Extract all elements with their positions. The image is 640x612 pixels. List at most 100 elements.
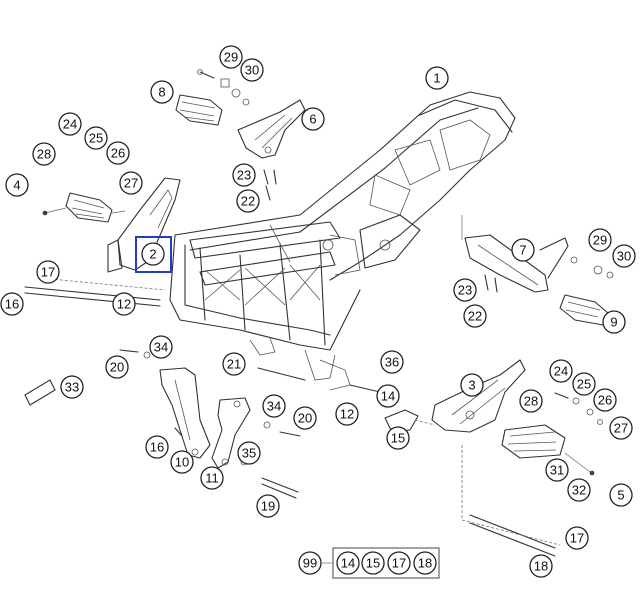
callout-27-2[interactable]: 27 [609, 416, 633, 440]
callout-34[interactable]: 34 [149, 335, 173, 359]
kit-group [322, 547, 440, 579]
callout-22[interactable]: 22 [236, 189, 260, 213]
callout-27-label: 27 [124, 176, 138, 191]
callout-19-circle [256, 494, 280, 518]
callout-22-2[interactable]: 22 [463, 304, 487, 328]
callout-21[interactable]: 21 [222, 352, 246, 376]
callout-36[interactable]: 36 [380, 350, 404, 374]
callout-1[interactable]: 1 [425, 66, 449, 90]
kit-item-17[interactable]: 17 [387, 551, 411, 575]
callout-26-2[interactable]: 26 [593, 388, 617, 412]
callout-19[interactable]: 19 [256, 494, 280, 518]
callout-16-2[interactable]: 16 [145, 435, 169, 459]
callout-34-2[interactable]: 34 [262, 394, 286, 418]
callout-24-label: 24 [63, 117, 77, 132]
callout-26[interactable]: 26 [106, 141, 130, 165]
callout-20-label: 20 [110, 360, 124, 375]
kit-item-18-label: 18 [418, 556, 432, 571]
callout-28-2[interactable]: 28 [519, 389, 543, 413]
callout-23-2[interactable]: 23 [453, 278, 477, 302]
callout-9[interactable]: 9 [602, 310, 626, 334]
callout-10[interactable]: 10 [170, 450, 194, 474]
callout-35-label: 35 [242, 446, 256, 461]
callout-24-2[interactable]: 24 [549, 359, 573, 383]
callout-27[interactable]: 27 [119, 171, 143, 195]
bracket-6 [237, 99, 306, 159]
callout-17-2[interactable]: 17 [565, 526, 589, 550]
callout-24-circle [58, 112, 82, 136]
callout-12[interactable]: 12 [112, 292, 136, 316]
callout-30-2-circle [612, 244, 636, 268]
callout-kit-99[interactable]: 99 [298, 551, 322, 575]
callout-31[interactable]: 31 [545, 458, 569, 482]
kit-item-15[interactable]: 15 [361, 551, 385, 575]
callout-25-2[interactable]: 25 [572, 372, 596, 396]
callout-32[interactable]: 32 [567, 478, 591, 502]
callout-11[interactable]: 11 [200, 466, 224, 490]
callout-28-2-circle [519, 389, 543, 413]
callout-35-circle [237, 441, 261, 465]
callout-17[interactable]: 17 [36, 260, 60, 284]
callout-29-2[interactable]: 29 [588, 228, 612, 252]
callout-14[interactable]: 14 [376, 384, 400, 408]
callout-15-label: 15 [391, 431, 405, 446]
callout-28[interactable]: 28 [32, 142, 56, 166]
callout-8[interactable]: 8 [150, 80, 174, 104]
kit-item-18[interactable]: 18 [413, 551, 437, 575]
callout-11-circle [200, 466, 224, 490]
callout-2-label: 2 [149, 247, 156, 262]
callout-16-2-circle [145, 435, 169, 459]
kit-item-14-label: 14 [341, 556, 355, 571]
callout-3-circle [460, 373, 484, 397]
kit-item-17-label: 17 [392, 556, 406, 571]
callout-33[interactable]: 33 [60, 375, 84, 399]
callout-12-2-circle [335, 402, 359, 426]
callout-4-circle [5, 173, 29, 197]
callout-26-2-circle [593, 388, 617, 412]
callout-24[interactable]: 24 [58, 112, 82, 136]
callout-kit-99-circle [298, 551, 322, 575]
callout-7[interactable]: 7 [511, 238, 535, 262]
callout-16[interactable]: 16 [0, 292, 24, 316]
callout-15[interactable]: 15 [386, 426, 410, 450]
callout-27-circle [119, 171, 143, 195]
callout-32-label: 32 [572, 483, 586, 498]
callout-26-circle [106, 141, 130, 165]
callout-20-2-circle [293, 406, 317, 430]
callout-29-2-label: 29 [593, 233, 607, 248]
callout-17-label: 17 [41, 265, 55, 280]
callout-26-label: 26 [111, 146, 125, 161]
callout-36-circle [380, 350, 404, 374]
callout-25[interactable]: 25 [84, 126, 108, 150]
callout-18[interactable]: 18 [529, 554, 553, 578]
callout-12-2-label: 12 [340, 407, 354, 422]
callout-30-2[interactable]: 30 [612, 244, 636, 268]
callout-29[interactable]: 29 [219, 45, 243, 69]
link-10 [159, 367, 211, 459]
callout-2[interactable]: 2 [141, 242, 165, 266]
callout-35[interactable]: 35 [237, 441, 261, 465]
callout-29-2-circle [588, 228, 612, 252]
callout-7-label: 7 [519, 243, 526, 258]
callout-20-2[interactable]: 20 [293, 406, 317, 430]
callout-5[interactable]: 5 [609, 483, 633, 507]
kit-item-14[interactable]: 14 [336, 551, 360, 575]
callout-17-circle [36, 260, 60, 284]
callout-34-2-circle [262, 394, 286, 418]
callout-4[interactable]: 4 [5, 173, 29, 197]
callout-30[interactable]: 30 [240, 58, 264, 82]
callout-1-label: 1 [433, 71, 440, 86]
callout-12-2[interactable]: 12 [335, 402, 359, 426]
callout-14-label: 14 [381, 389, 395, 404]
callout-25-label: 25 [89, 131, 103, 146]
callout-23[interactable]: 23 [232, 163, 256, 187]
callout-33-label: 33 [65, 380, 79, 395]
callout-32-circle [567, 478, 591, 502]
callout-14-circle [376, 384, 400, 408]
callout-3[interactable]: 3 [460, 373, 484, 397]
callout-6[interactable]: 6 [301, 107, 325, 131]
callout-22-2-circle [463, 304, 487, 328]
callout-18-circle [529, 554, 553, 578]
callout-20[interactable]: 20 [105, 355, 129, 379]
